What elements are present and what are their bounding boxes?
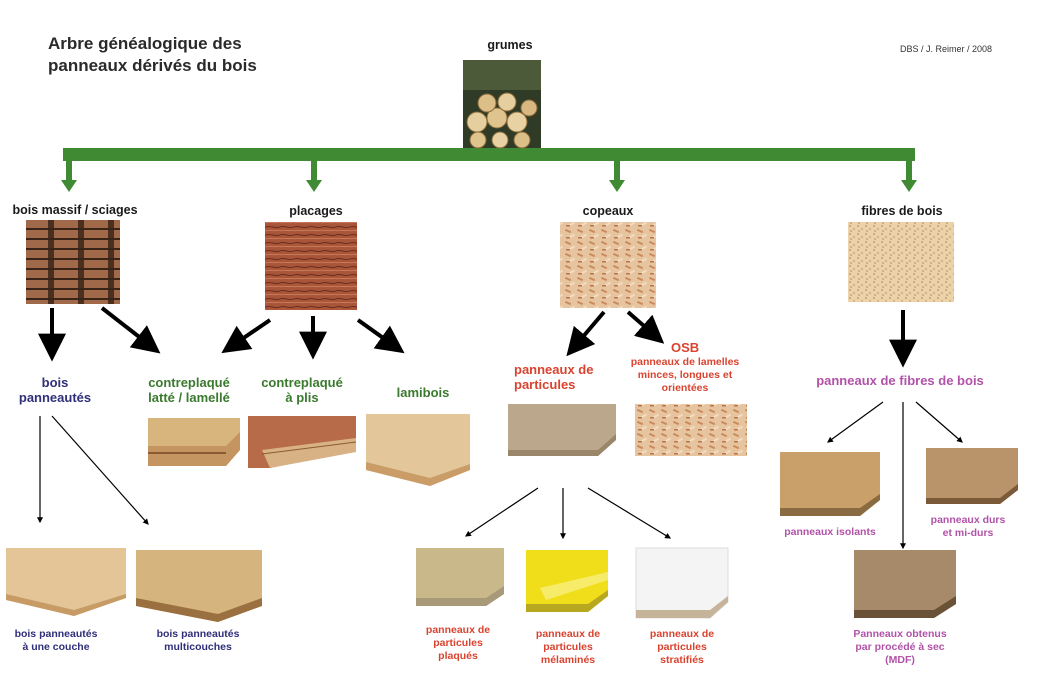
mdf-label: Panneaux obtenus par procédé à sec (MDF) (853, 628, 947, 666)
panneaux-fibres-label: panneaux de fibres de bois (816, 373, 984, 388)
une-couche-label: bois panneautés à une couche (14, 628, 98, 653)
main-branch-bar (63, 148, 915, 161)
placages-label: placages (289, 204, 343, 218)
sciages-image (26, 220, 120, 304)
contreplaque-latte-label: contreplaqué latté / lamellé (148, 375, 230, 405)
panneaux-durs-label: panneaux durs et mi-durs (930, 514, 1006, 539)
multicouches-label: bois panneautés multicouches (156, 628, 240, 653)
panneaux-isolants-label: panneaux isolants (784, 526, 876, 538)
thin-arrows (37, 401, 963, 550)
particules-stratifies-label: panneaux de particules stratifiés (649, 628, 715, 666)
panneaux-particules-image (508, 404, 616, 456)
particules-plaques-label: panneaux de particules plaqués (425, 624, 491, 662)
fibres-image (848, 222, 954, 302)
thick-arrows (38, 306, 917, 368)
diagram-title: Arbre généalogique des panneaux dérivés … (48, 34, 257, 75)
contreplaque-plis-label: contreplaqué à plis (261, 375, 343, 405)
bois-panneautes-label: bois panneautés (18, 375, 92, 405)
panneaux-isolants-image (780, 452, 880, 516)
bois-massif-label: bois massif / sciages (12, 203, 138, 217)
copeaux-image (560, 222, 656, 308)
une-couche-image (6, 548, 126, 616)
panneaux-particules-label: panneaux de particules (514, 362, 594, 392)
placages-image (265, 222, 357, 310)
credit-text: DBS / J. Reimer / 2008 (900, 44, 993, 54)
logs-image (463, 60, 541, 149)
multicouches-image (136, 550, 262, 622)
particules-melamines-label: panneaux de particules mélaminés (535, 628, 601, 666)
panneaux-durs-image (926, 448, 1018, 504)
particules-plaques-image (416, 548, 504, 606)
grumes-label: grumes (487, 38, 533, 52)
green-drop-arrows (61, 160, 917, 192)
fibres-label: fibres de bois (861, 204, 943, 218)
contreplaque-latte-image (148, 418, 240, 466)
particules-melamines-image (526, 550, 608, 612)
contreplaque-plis-image (248, 416, 357, 468)
osb-description: panneaux de lamelles minces, longues et … (630, 356, 740, 394)
osb-title: OSB (671, 340, 700, 355)
lamibois-label: lamibois (396, 385, 450, 400)
lamibois-image (366, 414, 470, 486)
mdf-image (854, 550, 956, 618)
copeaux-label: copeaux (582, 204, 634, 218)
osb-image (635, 404, 747, 456)
particules-stratifies-image (635, 547, 729, 619)
